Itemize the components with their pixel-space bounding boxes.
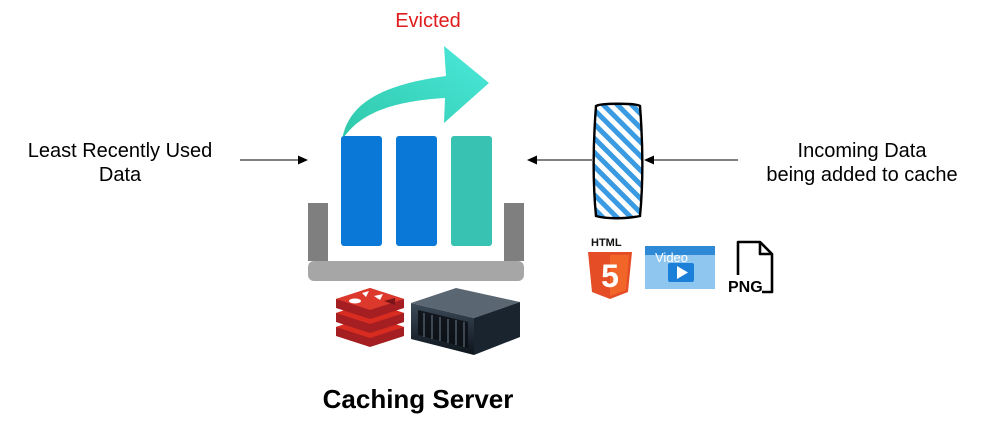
incoming-data-label: Incoming Data being added to cache (742, 139, 982, 187)
server-icon (411, 288, 520, 355)
svg-text:Video: Video (655, 250, 688, 265)
lru-label-line1: Least Recently Used (27, 140, 213, 162)
svg-text:5: 5 (601, 258, 619, 294)
lru-data-label: Least Recently Used Data (8, 139, 232, 187)
incoming-label-line1: Incoming Data (797, 140, 927, 162)
evicted-arrow (342, 46, 489, 140)
caching-server-title: Caching Server (322, 384, 514, 414)
cache-block-1 (341, 136, 382, 246)
svg-text:PNG: PNG (728, 279, 763, 296)
redis-icon (336, 288, 404, 347)
svg-text:HTML: HTML (591, 237, 622, 249)
evicted-label: Evicted (395, 10, 461, 32)
incoming-label-line2: being added to cache (766, 164, 958, 186)
lru-label-line2: Data (98, 164, 142, 186)
incoming-data-block (592, 102, 644, 220)
cache-tray (308, 203, 524, 281)
incoming-arrow (644, 155, 738, 165)
cache-block-3 (451, 136, 492, 246)
video-icon: Video (645, 246, 715, 289)
html5-icon: HTML 5 (588, 237, 632, 299)
to-cache-arrow (527, 155, 592, 165)
cache-block-2 (396, 136, 437, 246)
png-file-icon: PNG (726, 240, 774, 296)
lru-arrow (240, 155, 308, 165)
